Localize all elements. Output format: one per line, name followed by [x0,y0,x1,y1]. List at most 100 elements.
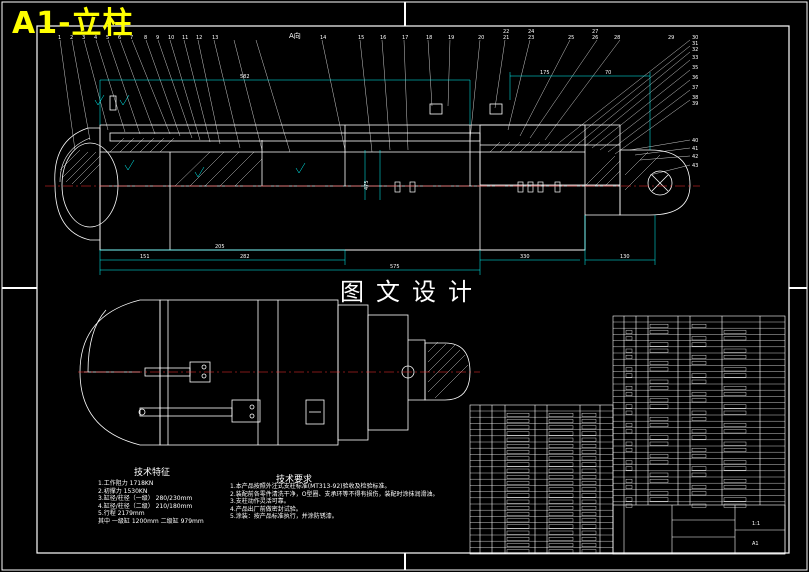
table-cell-mark [649,435,669,440]
svg-text:20: 20 [478,35,484,41]
table-cell-mark [506,530,530,535]
svg-text:28: 28 [614,35,620,41]
table-cell-mark [506,456,530,461]
table-cell-mark [649,324,669,328]
table-cell-mark [548,530,574,535]
table-cell-mark [548,549,574,554]
table-cell-mark [691,361,707,365]
svg-text:32: 32 [692,47,698,53]
table-cell-mark [723,386,747,390]
table-cell-mark [625,479,633,483]
table-cell-mark [506,499,530,504]
table-cell-mark [581,506,597,510]
technical-features-title: 技术特征 [134,468,171,478]
table-cell-mark [581,413,597,417]
table-cell-mark [548,450,574,454]
table-cell-mark [581,481,597,485]
technical-requirement-line: 5.涂装：按产品标准执行，并涂防锈漆。 [230,513,338,520]
svg-text:18: 18 [426,35,432,41]
svg-text:175: 175 [540,70,550,76]
technical-requirement-line: 3.支柱动作灵活可靠。 [230,498,290,505]
svg-text:38: 38 [692,95,698,101]
table-cell-mark [548,537,574,541]
table-cell-mark [506,462,530,467]
table-cell-mark [691,379,707,384]
table-cell-mark [691,466,707,471]
table-cell-mark [548,499,574,504]
svg-text:13: 13 [212,35,218,41]
table-cell-mark [691,392,707,396]
table-cell-mark [723,392,747,396]
title-block [612,504,786,555]
svg-text:11: 11 [182,35,188,41]
svg-text:12: 12 [196,35,202,41]
table-cell-mark [506,543,530,548]
svg-text:33: 33 [692,55,698,61]
table-cell-mark [625,441,633,446]
table-cell-mark [691,398,707,403]
table-cell-mark [649,460,669,465]
table-cell-mark [506,468,530,473]
svg-text:42: 42 [692,154,698,160]
table-cell-mark [581,512,597,517]
table-cell-mark [506,413,530,417]
svg-text:17: 17 [402,35,408,41]
table-cell-mark [649,491,669,496]
table-cell-mark [625,348,633,353]
table-cell-mark [691,410,707,415]
table-cell-mark [581,462,597,467]
table-cell-mark [625,404,633,409]
table-cell-mark [723,404,747,409]
table-cell-mark [649,479,669,483]
table-cell-mark [581,437,597,442]
table-cell-mark [625,367,633,372]
table-cell-mark [625,497,633,502]
table-cell-mark [506,506,530,510]
table-cell-mark [581,493,597,498]
table-cell-mark [625,336,633,341]
table-cell-mark [548,419,574,423]
svg-text:330: 330 [520,254,530,260]
svg-text:19: 19 [448,35,454,41]
technical-requirement-line: 1.本产品按照外注式支柱标准(MT313-92)验收及检验标准。 [230,483,391,490]
svg-text:37: 37 [692,85,698,91]
table-cell-mark [581,450,597,454]
title-block-sheet: A1 [752,541,759,547]
table-cell-mark [723,429,747,434]
table-cell-mark [581,537,597,541]
table-cell-mark [548,518,574,523]
table-cell-mark [581,419,597,423]
table-cell-mark [625,448,633,452]
table-cell-mark [691,454,707,458]
table-cell-mark [723,330,747,334]
svg-text:36: 36 [692,75,698,81]
svg-text:5: 5 [106,35,109,41]
table-cell-mark [691,336,707,341]
table-cell-mark [691,429,707,434]
svg-text:23: 23 [528,35,534,41]
svg-text:151: 151 [140,254,150,260]
technical-feature-line: 3.缸径/柱径（一级） 280/230mm [98,495,193,502]
technical-feature-line: 2.初撑力 1530KN [98,487,148,495]
svg-text:29: 29 [668,35,674,41]
table-cell-mark [625,386,633,390]
table-cell-mark [625,330,633,334]
table-cell-mark [581,468,597,473]
table-cell-mark [649,404,669,409]
table-cell-mark [625,466,633,471]
part-leaders-top [59,39,691,176]
table-cell-mark [691,435,707,440]
svg-text:24: 24 [528,29,534,35]
table-cell-mark [506,512,530,517]
svg-text:35: 35 [692,65,698,71]
table-cell-mark [723,348,747,353]
svg-text:8: 8 [144,35,147,41]
svg-text:1: 1 [58,35,61,41]
table-cell-mark [649,454,669,458]
svg-text:15: 15 [358,35,364,41]
svg-text:475: 475 [364,180,370,190]
table-cell-mark [548,425,574,430]
table-cell-mark [691,373,707,378]
table-cell-mark [649,386,669,390]
